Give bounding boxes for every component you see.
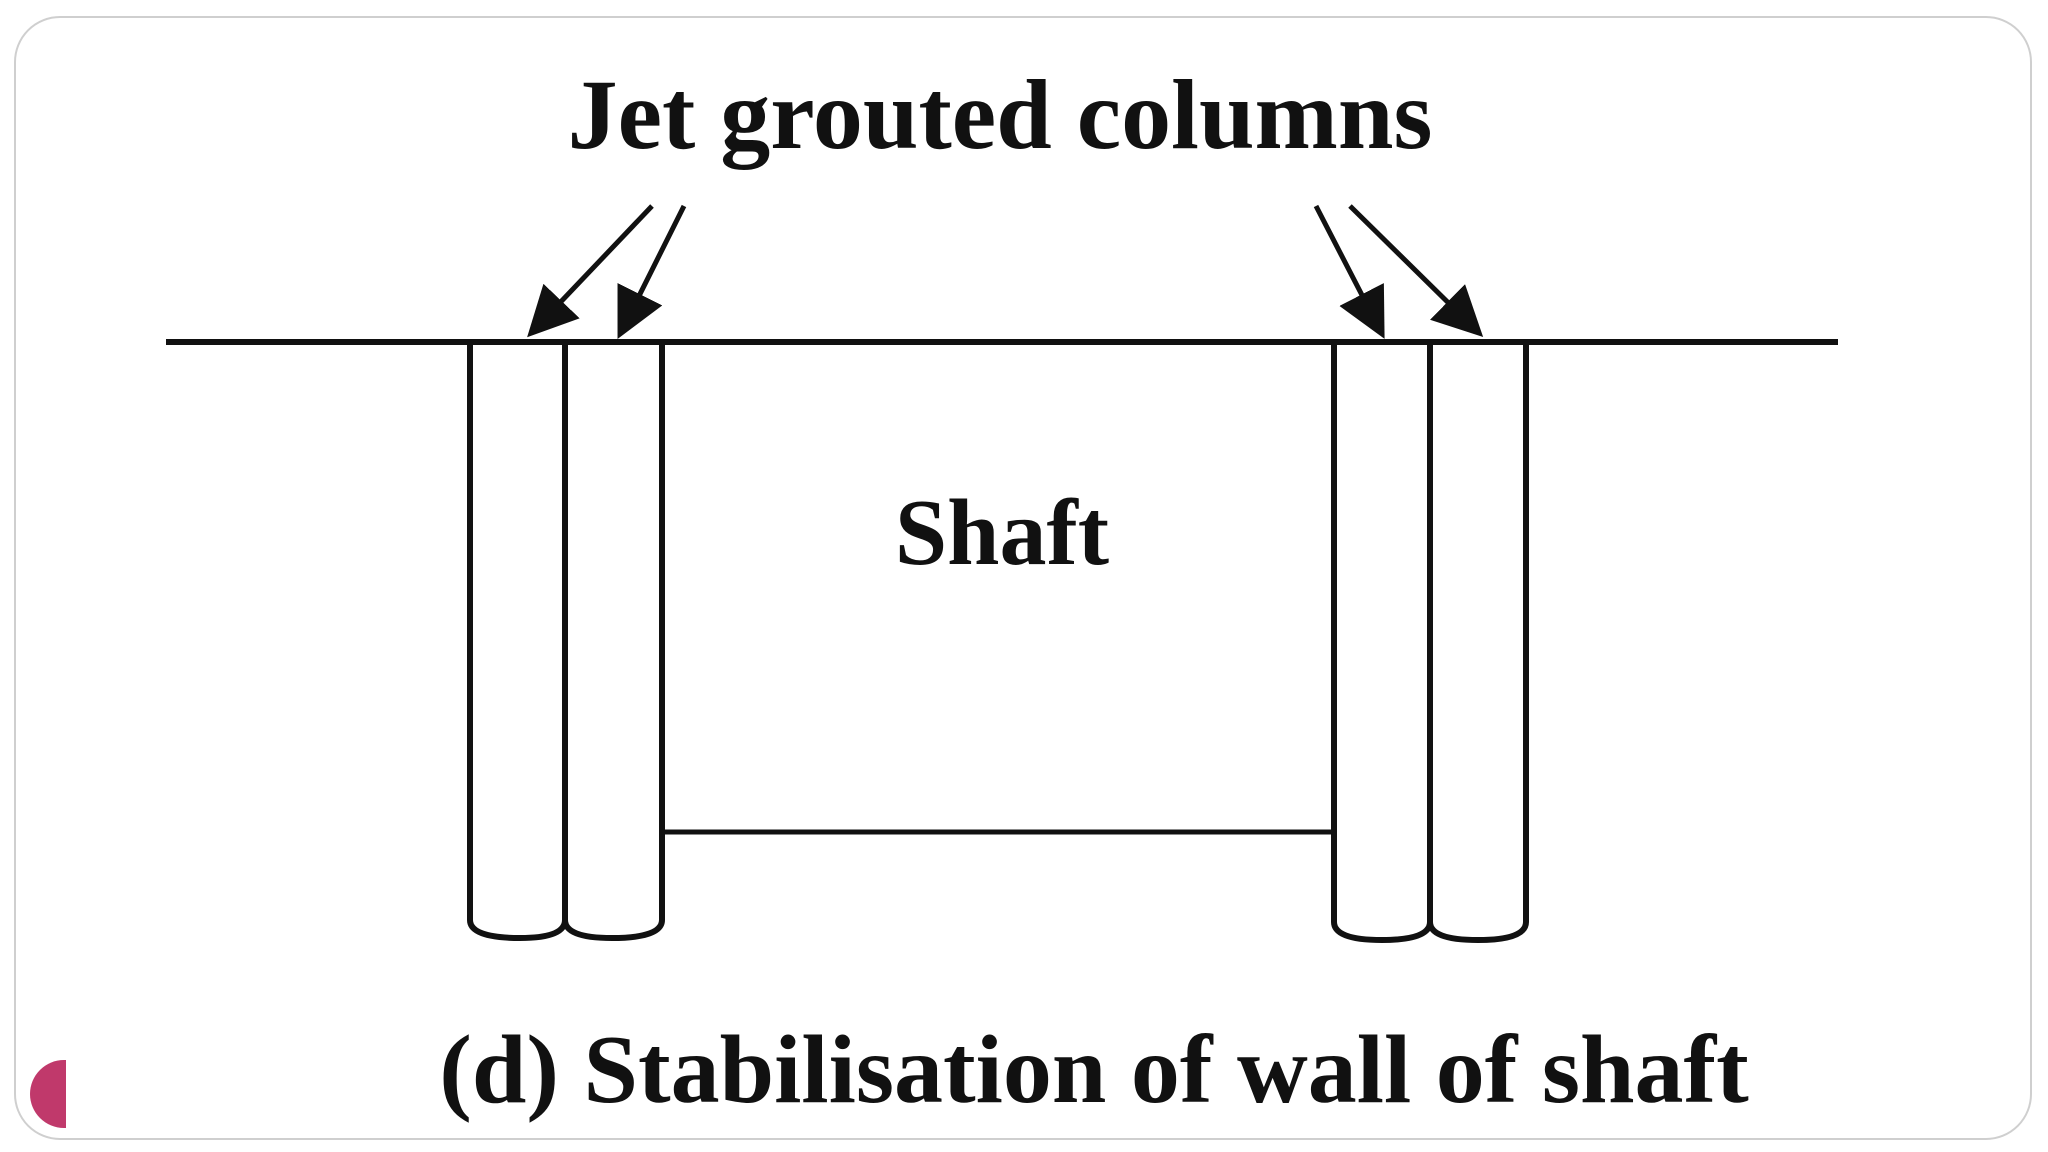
figure-caption: (d) Stabilisation of wall of shaft (439, 1016, 1749, 1124)
arrow-right-outer (1348, 204, 1484, 338)
left-column-inner (562, 342, 665, 942)
arrow-left-inner (617, 204, 687, 339)
left-column-outer (467, 342, 568, 942)
right-column-outer (1427, 342, 1529, 944)
arrow-right-inner (1313, 204, 1385, 339)
slide-frame (14, 16, 2032, 1140)
right-column-inner (1331, 342, 1433, 944)
arrow-left-outer (527, 204, 654, 338)
shaft-label: Shaft (895, 481, 1109, 585)
columns-label: Jet grouted columns (568, 59, 1433, 170)
